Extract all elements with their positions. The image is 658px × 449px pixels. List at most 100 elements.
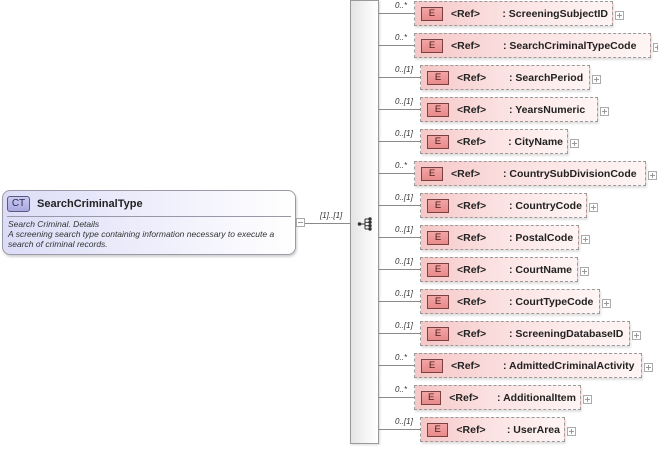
element-ref-label: <Ref> <box>449 391 479 404</box>
connector-line <box>379 45 414 46</box>
element-name: : YearsNumeric <box>509 103 586 116</box>
element-box[interactable]: E <Ref> : YearsNumeric <box>420 97 598 122</box>
element-name: : CountryCode <box>509 199 582 212</box>
element-icon: E <box>421 38 443 53</box>
element-box[interactable]: E <Ref> : AdditionalItem <box>414 385 581 410</box>
connector-line <box>379 301 420 302</box>
element-box[interactable]: E<Ref>: CourtTypeCode <box>420 289 600 314</box>
expand-icon[interactable] <box>581 235 590 244</box>
cardinality-label: 0..[1] <box>395 225 413 234</box>
expand-icon[interactable] <box>615 11 624 20</box>
element-ref-label: <Ref> <box>457 103 487 116</box>
element-icon: E <box>421 358 443 373</box>
element-name: : ScreeningDatabaseID <box>509 327 624 340</box>
connector-line <box>379 333 420 334</box>
connector-line <box>379 365 414 366</box>
connector-line <box>305 223 350 224</box>
complex-type-divider <box>7 216 291 217</box>
expand-icon[interactable] <box>644 363 653 372</box>
element-ref-label: <Ref> <box>457 231 487 244</box>
expand-icon[interactable] <box>589 203 598 212</box>
cardinality-label: 0..[1] <box>395 417 413 426</box>
element-box[interactable]: E <Ref> : CityName <box>420 129 568 154</box>
cardinality-label: 0..* <box>395 33 408 42</box>
element-ref-label: <Ref> <box>457 71 487 84</box>
element-name: : CourtName <box>509 263 573 276</box>
element-icon: E <box>427 294 449 309</box>
element-icon: E <box>421 6 443 21</box>
cardinality-label: 0..[1] <box>395 97 413 106</box>
expand-icon[interactable] <box>580 267 589 276</box>
element-ref-label: <Ref> <box>450 7 481 20</box>
expand-icon[interactable] <box>592 75 601 84</box>
connector-line <box>379 429 420 430</box>
cardinality-label: 0..[1] <box>395 321 413 330</box>
element-icon: E <box>427 326 449 341</box>
element-name: : AdditionalItem <box>497 391 576 404</box>
element-name: : CountrySubDivisionCode <box>503 167 637 180</box>
cardinality-label: 0..* <box>395 385 408 394</box>
cardinality-label: 0..* <box>395 1 408 10</box>
complex-type-header: CT SearchCriminalType <box>7 195 143 213</box>
cardinality-label: 0..[1] <box>395 129 413 138</box>
element-ref-label: <Ref> <box>456 135 486 148</box>
expand-icon[interactable] <box>653 43 658 52</box>
element-box[interactable]: E <Ref> : SearchPeriod <box>420 65 590 90</box>
expand-icon[interactable] <box>602 299 611 308</box>
element-icon: E <box>427 102 449 117</box>
element-box[interactable]: E <Ref> : SearchCriminalTypeCode <box>414 33 651 58</box>
element-box[interactable]: E<Ref>: PostalCode <box>420 225 579 250</box>
collapse-toggle-icon[interactable] <box>296 218 305 227</box>
description-title: Search Criminal. Details <box>8 219 100 229</box>
expand-icon[interactable] <box>583 395 592 404</box>
element-box[interactable]: E <Ref> : UserArea <box>420 417 565 442</box>
element-ref-label: <Ref> <box>456 423 486 436</box>
connector-line <box>379 205 420 206</box>
element-name: : UserArea <box>506 423 560 436</box>
cardinality-label: 0..* <box>395 353 408 362</box>
element-name: : SearchPeriod <box>509 71 584 84</box>
complex-type-description: Search Criminal. Details A screening sea… <box>8 219 287 249</box>
element-box[interactable]: E<Ref>: CountrySubDivisionCode <box>414 161 646 186</box>
complex-type-name: SearchCriminalType <box>37 198 143 210</box>
element-icon: E <box>427 70 449 85</box>
connector-line <box>379 13 414 14</box>
cardinality-label: 0..[1] <box>395 65 413 74</box>
element-name: : AdmittedCriminalActivity <box>503 359 635 372</box>
element-box[interactable]: E<Ref>: CourtName <box>420 257 578 282</box>
element-box[interactable]: E <Ref> : AdmittedCriminalActivity <box>414 353 642 378</box>
element-ref-label: <Ref> <box>457 327 487 340</box>
element-name: : SearchCriminalTypeCode <box>503 39 637 52</box>
sequence-compositor-icon[interactable] <box>357 216 373 232</box>
expand-icon[interactable] <box>567 427 576 436</box>
element-icon: E <box>427 198 449 213</box>
element-ref-label: <Ref> <box>451 39 481 52</box>
element-name: : PostalCode <box>509 231 574 244</box>
element-icon: E <box>421 390 442 405</box>
expand-icon[interactable] <box>600 107 609 116</box>
connector-line <box>379 397 414 398</box>
connector-line <box>379 77 420 78</box>
element-box[interactable]: E <Ref> : CountryCode <box>420 193 587 218</box>
element-icon: E <box>427 422 449 437</box>
element-name: : CityName <box>508 135 563 148</box>
complex-type-box[interactable]: CT SearchCriminalType Search Criminal. D… <box>2 190 296 255</box>
element-box[interactable]: E <Ref> : ScreeningDatabaseID <box>420 321 630 346</box>
element-ref-label: <Ref> <box>457 199 487 212</box>
element-icon: E <box>421 166 443 181</box>
element-icon: E <box>427 134 449 149</box>
element-name: : CourtTypeCode <box>509 295 594 308</box>
connector-line <box>379 109 420 110</box>
element-ref-label: <Ref> <box>457 263 487 276</box>
description-body: A screening search type containing infor… <box>8 229 275 249</box>
complex-type-icon: CT <box>7 196 30 212</box>
expand-icon[interactable] <box>632 331 641 340</box>
element-box[interactable]: E <Ref> : ScreeningSubjectID <box>414 1 613 26</box>
expand-icon[interactable] <box>648 171 657 180</box>
cardinality-label: [1]..[1] <box>320 211 343 220</box>
connector-line <box>379 173 414 174</box>
expand-icon[interactable] <box>570 139 579 148</box>
element-name: : ScreeningSubjectID <box>502 7 608 20</box>
element-ref-label: <Ref> <box>451 359 481 372</box>
cardinality-label: 0..* <box>395 161 408 170</box>
